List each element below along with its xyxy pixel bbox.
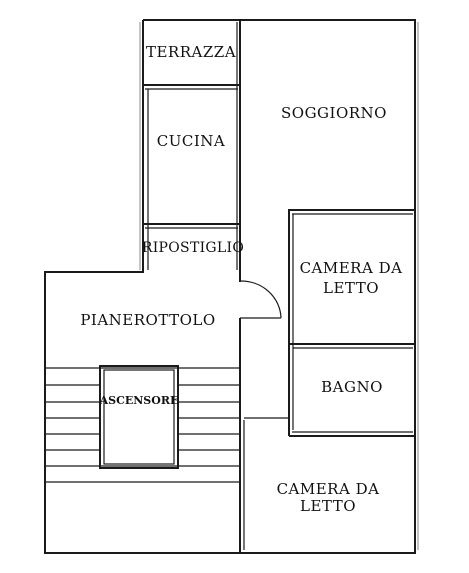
room-label-camera-2-line-1: CAMERA DA bbox=[277, 480, 380, 498]
elevator-shaft bbox=[99, 365, 179, 469]
room-label-camera-2-line-2: LETTO bbox=[300, 497, 356, 515]
room-label-soggiorno: SOGGIORNO bbox=[281, 104, 387, 122]
staircase bbox=[45, 367, 240, 483]
room-label-ripostiglio: RIPOSTIGLIO bbox=[142, 240, 244, 256]
room-label-pianerottolo: PIANEROTTOLO bbox=[80, 311, 215, 329]
room-label-bagno: BAGNO bbox=[321, 378, 383, 396]
room-label-camera-1-line-1: CAMERA DA bbox=[300, 259, 403, 277]
left-column-walls bbox=[143, 20, 241, 272]
door-swing bbox=[239, 280, 282, 319]
room-label-camera-1-line-2: LETTO bbox=[323, 279, 379, 297]
room-label-cucina: CUCINA bbox=[157, 132, 225, 150]
exterior-walls bbox=[44, 19, 419, 554]
right-rooms-walls bbox=[288, 209, 415, 437]
room-label-terrazza: TERRAZZA bbox=[146, 43, 236, 61]
room-label-ascensore: ASCENSORE bbox=[99, 394, 179, 407]
corridor-walls bbox=[239, 272, 289, 553]
